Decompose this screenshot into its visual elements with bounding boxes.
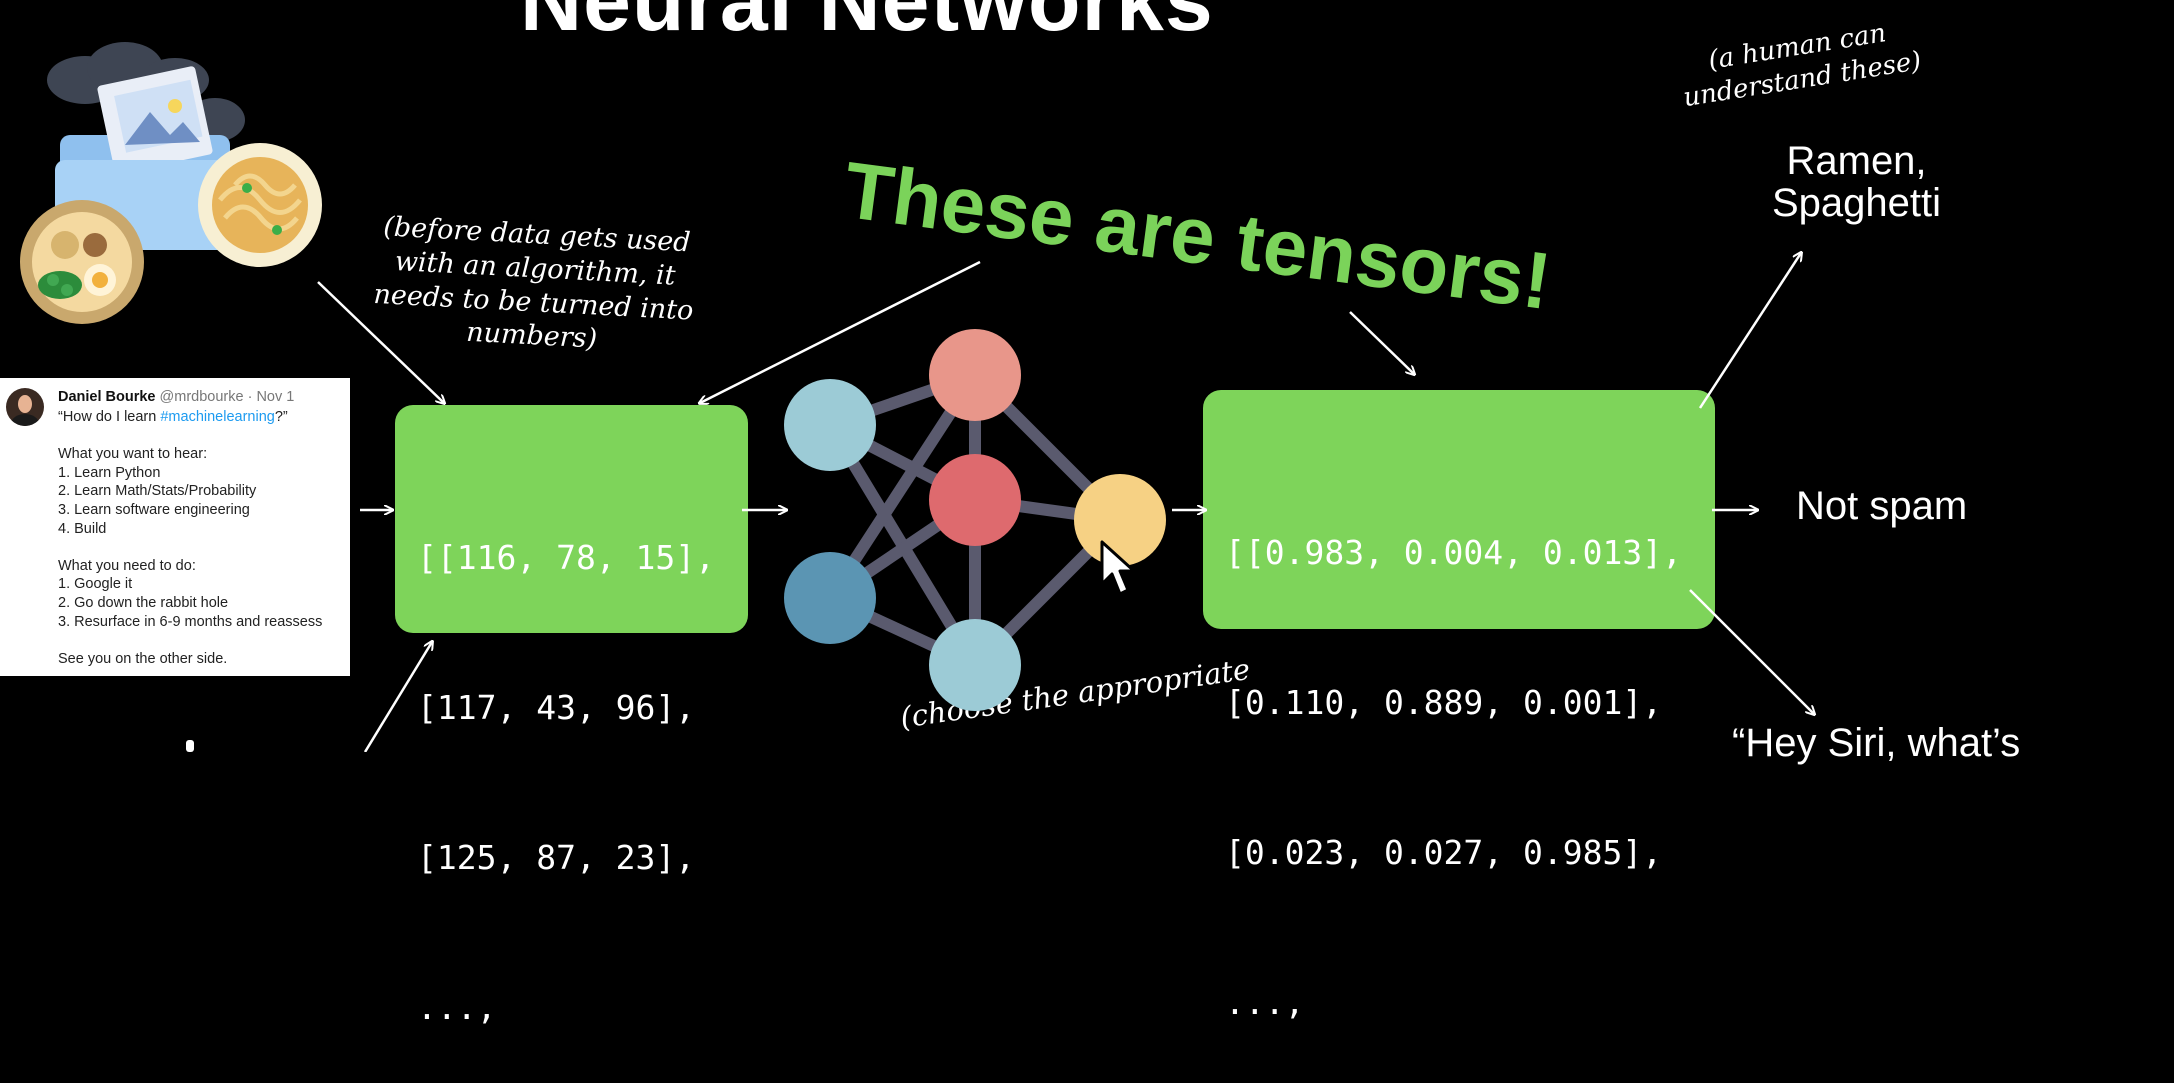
ramen-bowl-icon <box>20 200 144 324</box>
tensor-row: ..., <box>417 988 497 1027</box>
tensor-row: [117, 43, 96], <box>417 688 696 727</box>
tweet-header: Daniel Bourke @mrdbourke · Nov 1 <box>58 388 294 407</box>
hidden-node-middle <box>929 454 1021 546</box>
neural-network-diagram <box>784 329 1166 711</box>
list-item: 2. Go down the rabbit hole <box>58 594 229 611</box>
arrow-output-to-ramen <box>1698 253 1801 409</box>
list-item: 1. Google it <box>58 576 133 593</box>
food-data-illustration <box>20 42 322 324</box>
tensor-row: [125, 87, 23], <box>417 838 696 877</box>
hidden-node-top <box>929 329 1021 421</box>
tensor-row: ..., <box>1225 983 1305 1022</box>
tweet-quote-end: ?” <box>274 409 288 425</box>
tweet-handle: @mrdbourke · Nov 1 <box>159 389 295 405</box>
list-item: 2. Learn Math/Stats/Probability <box>58 483 257 500</box>
page-title: Neural Networks <box>520 0 1214 49</box>
tensor-row: [0.110, 0.889, 0.001], <box>1225 683 1663 722</box>
input-node-bottom <box>784 552 876 644</box>
tweet-quote-start: “How do I learn <box>58 409 161 425</box>
note-before-data: (before data gets used with an algorithm… <box>371 210 698 362</box>
tweet-need-heading: What you need to do: <box>58 557 196 574</box>
output-label-ramen: Ramen, Spaghetti <box>1772 140 1941 224</box>
output-tensor-box: [[0.983, 0.004, 0.013], [0.110, 0.889, 0… <box>1203 390 1715 1022</box>
tensor-row: [[116, 78, 15], <box>417 538 716 577</box>
tweet-closing: See you on the other side. <box>58 650 228 667</box>
tweet-body: “How do I learn #machinelearning?” What … <box>58 408 322 668</box>
microphone-icon <box>186 740 194 752</box>
spaghetti-bowl-icon <box>198 143 322 267</box>
input-node-top <box>784 379 876 471</box>
arrow-headline-to-output <box>1349 311 1414 374</box>
output-line: Ramen, <box>1786 139 1927 183</box>
tensors-headline: These are tensors! <box>839 145 1556 327</box>
tweet-card: Daniel Bourke @mrdbourke · Nov 1 “How do… <box>0 378 350 676</box>
tweet-author-name: Daniel Bourke <box>58 389 156 405</box>
list-item: 1. Learn Python <box>58 464 161 481</box>
tweet-want-heading: What you want to hear: <box>58 446 208 463</box>
list-item: 4. Build <box>58 520 107 537</box>
hashtag-link[interactable]: #machinelearning <box>160 409 275 425</box>
tensor-row: [0.023, 0.027, 0.985], <box>1225 833 1663 872</box>
output-line: Spaghetti <box>1772 181 1942 225</box>
output-node <box>1074 474 1166 566</box>
note-human-understand: (a human can understand these) <box>1676 12 1924 114</box>
input-tensor-box: [[116, 78, 15], [117, 43, 96], [125, 87,… <box>395 405 748 1027</box>
list-item: 3. Resurface in 6-9 months and reassess <box>58 613 323 630</box>
avatar <box>6 388 44 426</box>
folder-icon <box>55 66 235 250</box>
tensor-row: [[0.983, 0.004, 0.013], <box>1225 533 1682 572</box>
photo-document-icon <box>97 66 213 174</box>
list-item: 3. Learn software engineering <box>58 501 250 518</box>
output-label-siri: “Hey Siri, what’s <box>1732 721 2021 765</box>
hidden-node-bottom <box>929 619 1021 711</box>
mouse-cursor-icon <box>1100 540 1136 596</box>
output-label-spam: Not spam <box>1796 484 1968 528</box>
